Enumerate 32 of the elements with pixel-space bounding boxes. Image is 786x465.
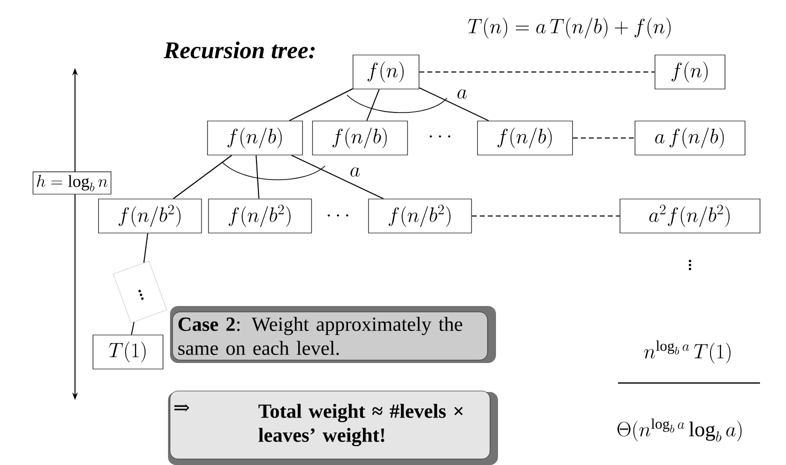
branch-label: $a$ xyxy=(458,89,467,99)
level-sum-box: $a\,f(n/b)$ xyxy=(634,120,746,156)
tree-edge xyxy=(256,154,260,200)
ellipsis: $\cdots$ xyxy=(430,135,450,138)
term-box: $f(n/b^{2})$ xyxy=(208,198,312,234)
term-box: $f(n/b^{2})$ xyxy=(368,198,472,234)
term-box: $f(n/b)$ xyxy=(207,120,303,156)
result-box: ⇒ Total weight ≈ #levels × leaves’ weight! xyxy=(168,390,498,465)
term-box: $T(1)$ xyxy=(92,334,164,370)
tree-edge xyxy=(291,154,384,200)
total: $\Theta(n^{\log_b a} \log_b a)$ xyxy=(618,418,742,442)
height-box: $h = \log_{b} n$ xyxy=(32,172,112,194)
ellipsis: $\cdots$ xyxy=(328,214,348,217)
level-sum-box: $a^{2} f(n/b^{2})$ xyxy=(620,198,760,234)
tree-edge xyxy=(418,87,490,122)
ellipsis-box: $\vdots$ xyxy=(113,260,167,324)
branch-label: $a$ xyxy=(350,167,360,177)
term-box: $f(n/b)$ xyxy=(477,120,573,156)
tree-edge xyxy=(172,154,232,200)
leaf-sum: $n^{\log_{b} a}\,T(1)$ xyxy=(644,340,730,364)
heading: Recursion tree: xyxy=(164,42,315,58)
term-box: $f(n/b^{2})$ xyxy=(98,198,202,234)
term-box: $f(n/b)$ xyxy=(312,120,408,156)
tree-edge xyxy=(143,232,148,264)
level-sum-box: $f(n)$ xyxy=(654,54,726,90)
note-box: Case 2: Weight approximately the same on each level. xyxy=(170,306,496,363)
recurrence: $T(n) = a\,T(n/b) + f(n)$ xyxy=(468,18,671,38)
tree-edge xyxy=(130,322,134,336)
tree-edge xyxy=(288,88,354,122)
term-box: $f(n)$ xyxy=(352,54,420,90)
ellipsis: $\vdots$ xyxy=(688,260,692,270)
tree-edge xyxy=(366,88,380,122)
